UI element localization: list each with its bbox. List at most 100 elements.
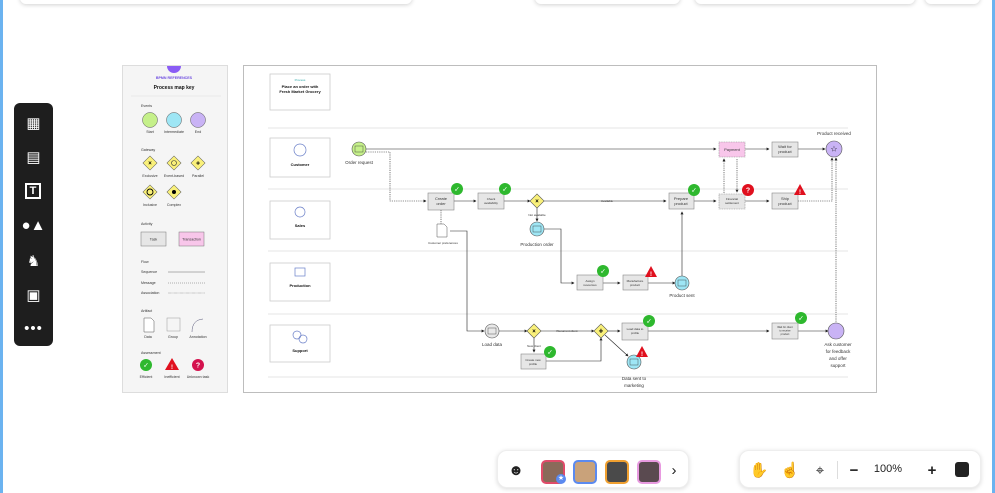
reaction-smiley-icon[interactable]: ☻ (508, 461, 524, 479)
panel-toggle-icon[interactable] (955, 462, 969, 477)
inefficient-badge: ! (636, 346, 648, 358)
inefficient-badge: ! (645, 266, 657, 278)
legend-label: Task (150, 238, 158, 242)
client-gateway[interactable] (526, 323, 542, 339)
sticky-note-icon[interactable]: ▤ (26, 148, 41, 166)
chevron-right-icon[interactable]: › (671, 461, 677, 479)
load-data-event[interactable] (484, 323, 500, 339)
legend-label: Efficient (140, 375, 153, 379)
event-label: support (830, 363, 846, 368)
svg-text:✓: ✓ (143, 363, 149, 370)
efficient-badge: ✓ (451, 183, 463, 195)
prepare-product-task[interactable] (668, 192, 695, 210)
create-order-task[interactable] (427, 192, 455, 211)
transaction-icon (178, 231, 205, 247)
node-label: settlement (725, 201, 739, 205)
gateway-label: Gateway (141, 148, 155, 152)
top-card[interactable] (535, 0, 680, 4)
process-title-card[interactable] (269, 73, 331, 111)
zoom-out-button[interactable]: − (849, 461, 859, 479)
assign-resources-task[interactable] (576, 274, 604, 291)
lane-sales[interactable] (269, 200, 331, 240)
navigation-bar: ✋ ☝ ⌖ − 100% + (739, 450, 981, 488)
financial-settlement-task[interactable] (718, 193, 746, 210)
more-icon[interactable]: ••• (24, 320, 43, 337)
svg-text:✓: ✓ (798, 316, 804, 323)
svg-text:!: ! (641, 352, 643, 358)
image-icon[interactable]: ▣ (26, 286, 41, 304)
lane-support[interactable] (269, 324, 331, 363)
efficient-badge: ✓ (688, 184, 700, 196)
parallel-gateway-icon (190, 155, 206, 171)
node-label: product (781, 332, 790, 336)
svg-text:✓: ✓ (646, 319, 652, 326)
manufacture-product-task[interactable] (622, 274, 649, 291)
avatar[interactable] (637, 460, 661, 484)
select-tool-icon[interactable]: ☝ (780, 462, 800, 479)
payment-transaction[interactable] (718, 141, 746, 158)
legend-label: Association (141, 291, 159, 295)
text-icon[interactable]: T (25, 183, 41, 199)
product-received-end[interactable] (825, 140, 843, 158)
ask-customer-end[interactable] (827, 322, 845, 340)
map-icon[interactable]: ⌖ (815, 461, 825, 479)
event-label: Load data (482, 342, 503, 347)
wait-for-product-task[interactable] (771, 141, 799, 158)
load-data-to-profile-task[interactable] (621, 322, 649, 341)
svg-text:+: + (196, 161, 200, 168)
activity-label: Activity (141, 222, 153, 226)
llama-icon[interactable]: ♞ (26, 252, 41, 270)
avatar[interactable] (541, 460, 565, 484)
product-sent-event[interactable] (674, 275, 690, 291)
data-sent-event[interactable] (626, 354, 642, 370)
efficient-badge: ✓ (795, 312, 807, 324)
top-card[interactable] (20, 0, 412, 4)
inefficient-icon (165, 358, 179, 370)
lane-customer[interactable] (269, 137, 331, 178)
zoom-level[interactable]: 100% (873, 463, 903, 475)
shapes-icon[interactable]: ●▲ (21, 217, 46, 234)
customer-preferences-data[interactable] (436, 223, 448, 238)
inclusive-gateway-icon (142, 184, 158, 200)
avatar[interactable] (605, 460, 629, 484)
top-card[interactable] (695, 0, 915, 4)
node-label: resources (583, 283, 597, 287)
event-label: marketing (624, 383, 644, 388)
legend-label: Complex (167, 203, 181, 207)
inefficient-badge: ! (794, 184, 806, 196)
create-new-profile-task[interactable] (520, 353, 547, 370)
top-card[interactable] (925, 0, 980, 4)
svg-text:✓: ✓ (691, 188, 697, 195)
node-label: order (436, 201, 446, 206)
templates-icon[interactable]: ▦ (26, 114, 41, 132)
sales-icon (294, 206, 306, 218)
node-label: Ship (781, 196, 790, 201)
svg-text:?: ? (196, 363, 200, 370)
parallel-gateway[interactable] (593, 323, 609, 339)
order-request-event[interactable] (351, 141, 367, 157)
availability-gateway[interactable] (529, 193, 545, 209)
legend-label: Parallel (192, 174, 204, 178)
process-map-key: BPMN REFERENCES Process map key Events S… (122, 65, 228, 393)
process-title: Fresh Market Grocery (279, 89, 321, 94)
canvas-edge-left (0, 0, 3, 493)
zoom-in-button[interactable]: + (927, 461, 937, 479)
flow-label: Flow (141, 260, 149, 264)
lane-production[interactable] (269, 262, 331, 302)
efficient-badge: ✓ (597, 265, 609, 277)
ship-product-task[interactable] (771, 192, 799, 210)
event-gateway-icon (166, 155, 182, 171)
legend-label: Message (141, 281, 156, 285)
legend-badge: BPMN REFERENCES (156, 76, 193, 80)
wait-for-client-task[interactable] (771, 322, 799, 340)
check-availability-task[interactable] (477, 192, 505, 210)
hand-tool-icon[interactable]: ✋ (749, 462, 769, 479)
production-order-event[interactable] (529, 221, 545, 237)
artifact-label: Artifact (141, 309, 152, 313)
data-icon (143, 317, 155, 333)
node-label: profile (631, 331, 640, 335)
avatar[interactable] (573, 460, 597, 484)
svg-text:!: ! (650, 272, 652, 278)
collaborators-bar: ☻ ★ › (497, 450, 689, 488)
